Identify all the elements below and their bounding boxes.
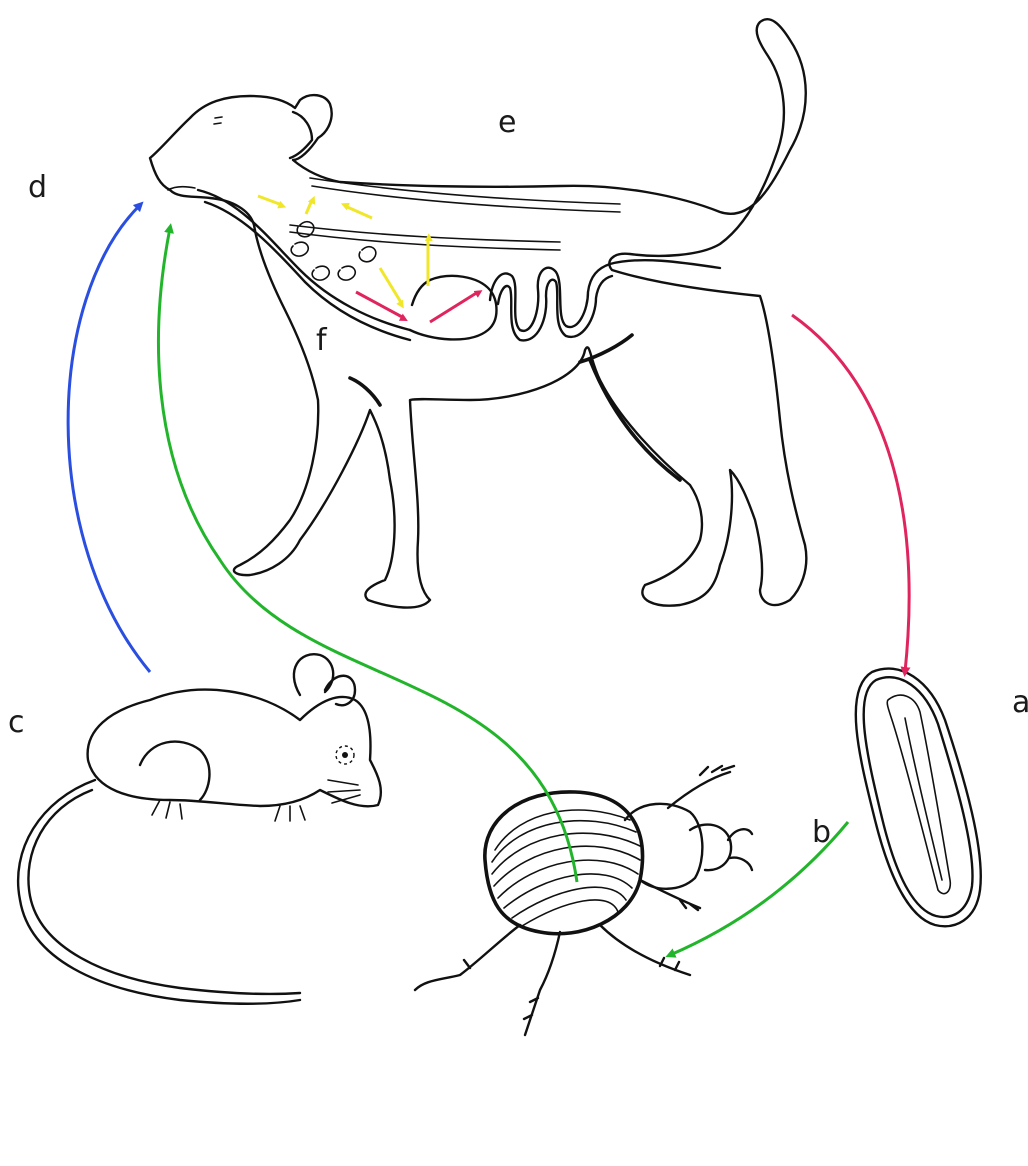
dog-host-illustration (150, 19, 806, 607)
label-c: c (8, 708, 25, 738)
arrow-dog-to-egg (792, 315, 909, 672)
parasite-egg-illustration (856, 669, 981, 927)
label-a: a (1012, 688, 1028, 718)
dung-beetle-illustration (415, 766, 752, 1035)
label-b: b (812, 818, 831, 848)
label-d: d (28, 173, 47, 203)
label-e: e (498, 108, 516, 138)
mouse-host-illustration (18, 654, 381, 1004)
arrow-mouse-to-dog (68, 205, 150, 672)
label-f: f (316, 326, 327, 356)
migration-arrows (258, 196, 428, 304)
